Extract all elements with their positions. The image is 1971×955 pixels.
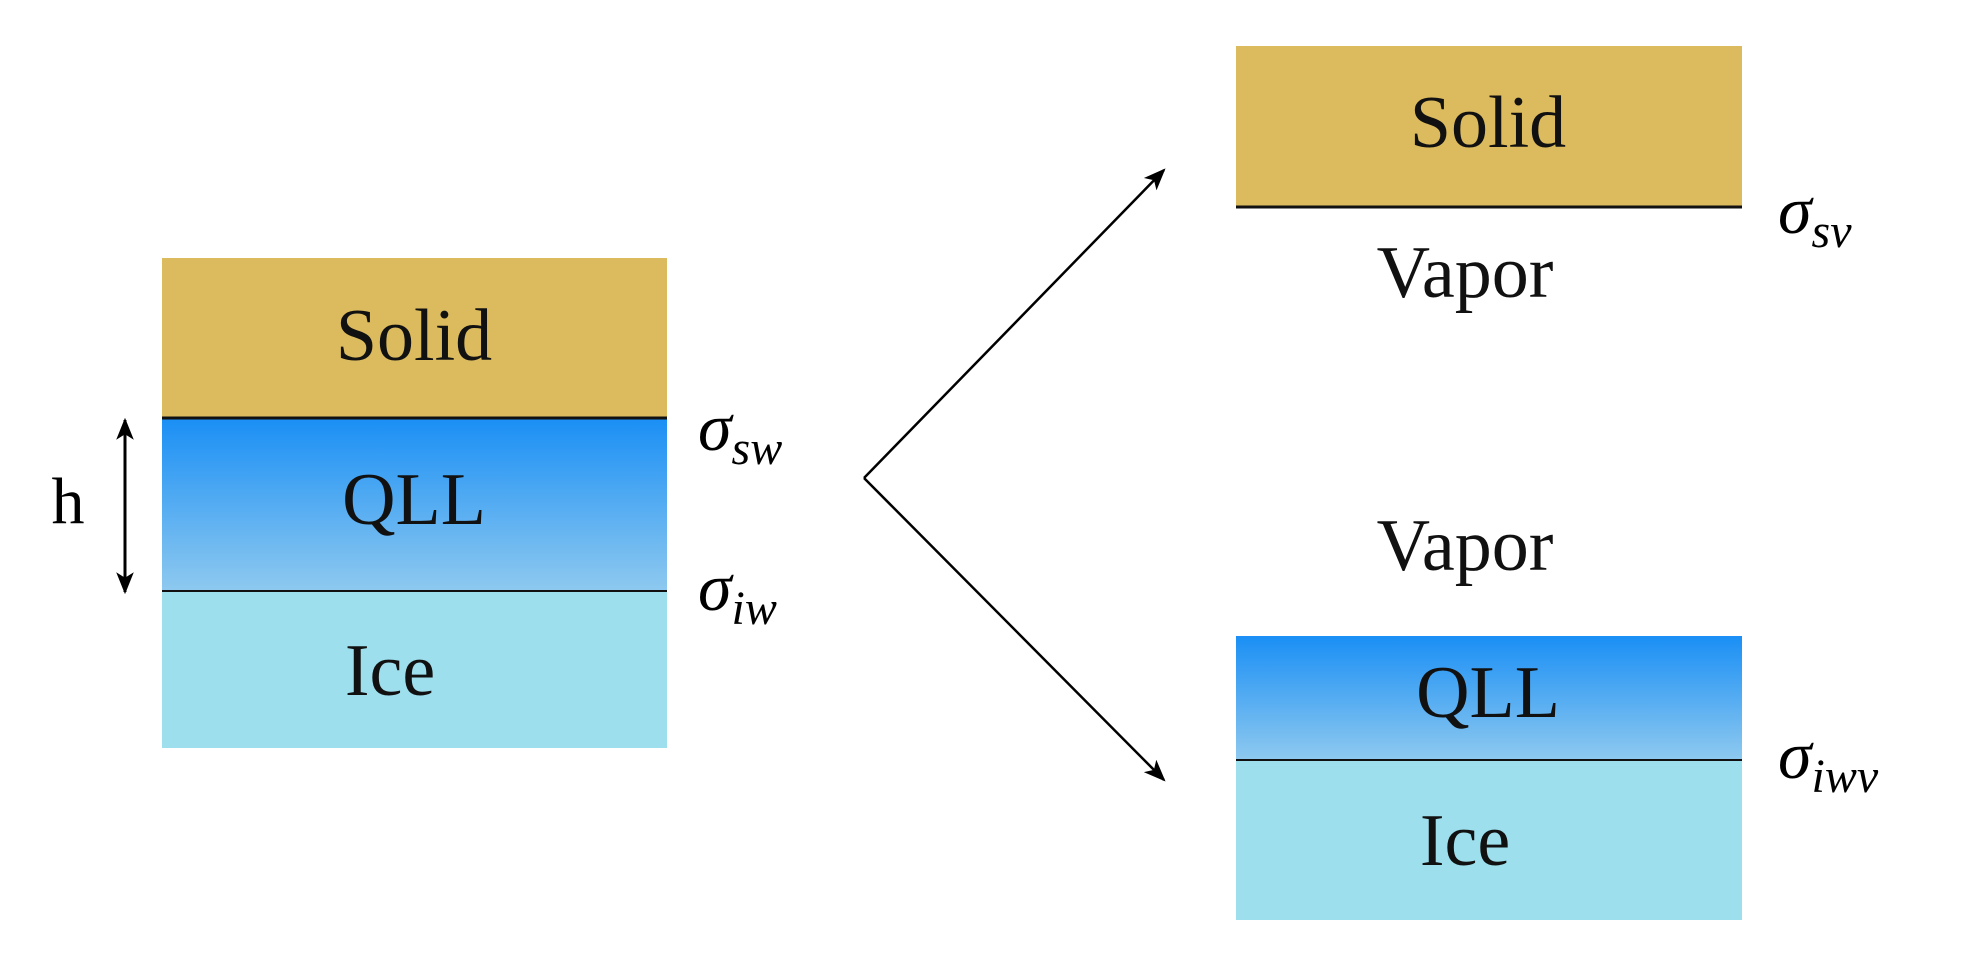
bottom-right-stack: Vapor QLL Ice [1236,505,1742,920]
arrow-to-solid-vapor [863,168,1166,479]
sigma-iw-symbol: σ [698,549,734,625]
left-solid-label: Solid [336,295,492,377]
bottom-right-vapor-label: Vapor [1377,505,1554,587]
sigma-iwv-label: σiwv [1778,717,1879,803]
bottom-right-ice-layer [1236,760,1742,920]
sigma-sw-label: σsw [698,389,782,475]
left-ice-label: Ice [345,630,435,712]
left-stack: Solid QLL Ice [162,258,667,748]
left-qll-label: QLL [342,459,486,541]
top-right-vapor-label: Vapor [1377,232,1554,314]
bottom-right-qll-layer [1236,636,1742,760]
thickness-indicator: h [52,417,134,595]
left-ice-layer [162,591,667,748]
top-right-stack: Solid Vapor [1236,46,1742,314]
branch-arrows [863,168,1166,782]
thickness-label: h [52,465,85,538]
left-solid-layer [162,258,667,418]
sigma-iwv-subscript: iwv [1812,750,1879,803]
arrow-to-ice-vapor [863,477,1166,782]
sigma-sw-subscript: sw [732,422,783,475]
sigma-iw-label: σiw [698,549,777,635]
sigma-sv-label: σsv [1778,172,1852,258]
sigma-sv-subscript: sv [1812,205,1853,258]
bottom-right-qll-label: QLL [1416,652,1560,734]
left-qll-layer [162,418,667,591]
top-right-solid-label: Solid [1410,82,1566,164]
top-right-solid-layer [1236,46,1742,207]
sigma-iwv-symbol: σ [1778,717,1814,793]
sigma-iw-subscript: iw [732,582,777,635]
bottom-right-ice-label: Ice [1420,800,1510,882]
sigma-sw-symbol: σ [698,389,734,465]
sigma-sv-symbol: σ [1778,172,1814,248]
